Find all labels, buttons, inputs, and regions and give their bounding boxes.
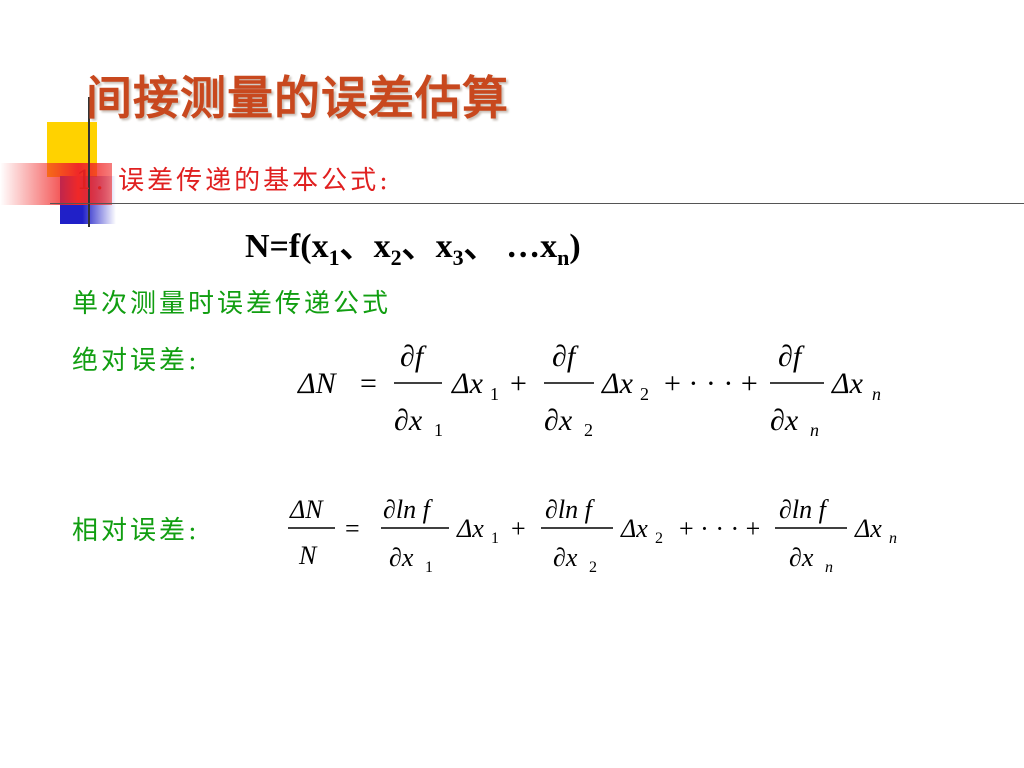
absolute-error-equation: ΔN = ∂f ∂x 1 Δx 1 + ∂f ∂x 2 Δx 2 + · · ·… bbox=[297, 340, 881, 440]
subscript: 2 bbox=[584, 420, 593, 440]
delta-x: Δx bbox=[601, 367, 634, 400]
partial-x: ∂x bbox=[389, 543, 414, 572]
decor-horizontal-rule bbox=[50, 203, 1024, 204]
delta-x: Δx bbox=[831, 367, 864, 400]
equals-sign: = bbox=[345, 514, 360, 543]
partial-ln-f: ∂ln f bbox=[779, 495, 830, 524]
equals-sign: = bbox=[360, 367, 377, 400]
n-symbol: N bbox=[298, 541, 318, 570]
slide-title: 间接测量的误差估算 bbox=[86, 71, 509, 125]
section-heading: 1. 误差传递的基本公式: bbox=[76, 166, 391, 196]
single-measurement-label: 单次测量时误差传递公式 bbox=[72, 289, 392, 319]
delta-x: Δx bbox=[854, 514, 882, 543]
partial-x: ∂x bbox=[789, 543, 814, 572]
subscript: 2 bbox=[655, 530, 663, 547]
partial-f: ∂f bbox=[400, 340, 427, 373]
partial-ln-f: ∂ln f bbox=[545, 495, 596, 524]
partial-ln-f: ∂ln f bbox=[383, 495, 434, 524]
subscript: n bbox=[872, 384, 881, 404]
delta-n: ΔN bbox=[289, 495, 324, 524]
partial-f: ∂f bbox=[778, 340, 805, 373]
partial-x: ∂x bbox=[553, 543, 578, 572]
subscript: n bbox=[810, 420, 819, 440]
relative-error-equation: ΔN N = ∂ln f ∂x 1 Δx 1 + ∂ln f ∂x 2 Δx 2… bbox=[288, 495, 897, 576]
absolute-error-label: 绝对误差: bbox=[72, 346, 200, 376]
partial-f: ∂f bbox=[552, 340, 579, 373]
function-definition: N=f(x1、x2、x3、 …xn) bbox=[245, 228, 581, 270]
plus-sign: + bbox=[511, 514, 526, 543]
partial-x: ∂x bbox=[770, 404, 799, 437]
decor-vertical-line bbox=[88, 97, 90, 227]
decor-red-gradient bbox=[0, 163, 112, 205]
subscript: 1 bbox=[491, 530, 499, 547]
subscript: n bbox=[889, 530, 897, 547]
delta-x: Δx bbox=[620, 514, 648, 543]
delta-x: Δx bbox=[456, 514, 484, 543]
subscript: 1 bbox=[434, 420, 443, 440]
partial-x: ∂x bbox=[394, 404, 423, 437]
delta-n: ΔN bbox=[297, 367, 338, 400]
delta-x: Δx bbox=[451, 367, 484, 400]
ellipsis-plus: + · · · + bbox=[664, 367, 758, 400]
subscript: 1 bbox=[425, 559, 433, 576]
subscript: n bbox=[825, 559, 833, 576]
subscript: 1 bbox=[490, 384, 499, 404]
plus-sign: + bbox=[510, 367, 527, 400]
subscript: 2 bbox=[589, 559, 597, 576]
subscript: 2 bbox=[640, 384, 649, 404]
partial-x: ∂x bbox=[544, 404, 573, 437]
relative-error-label: 相对误差: bbox=[72, 516, 200, 546]
ellipsis-plus: + · · · + bbox=[679, 514, 760, 543]
